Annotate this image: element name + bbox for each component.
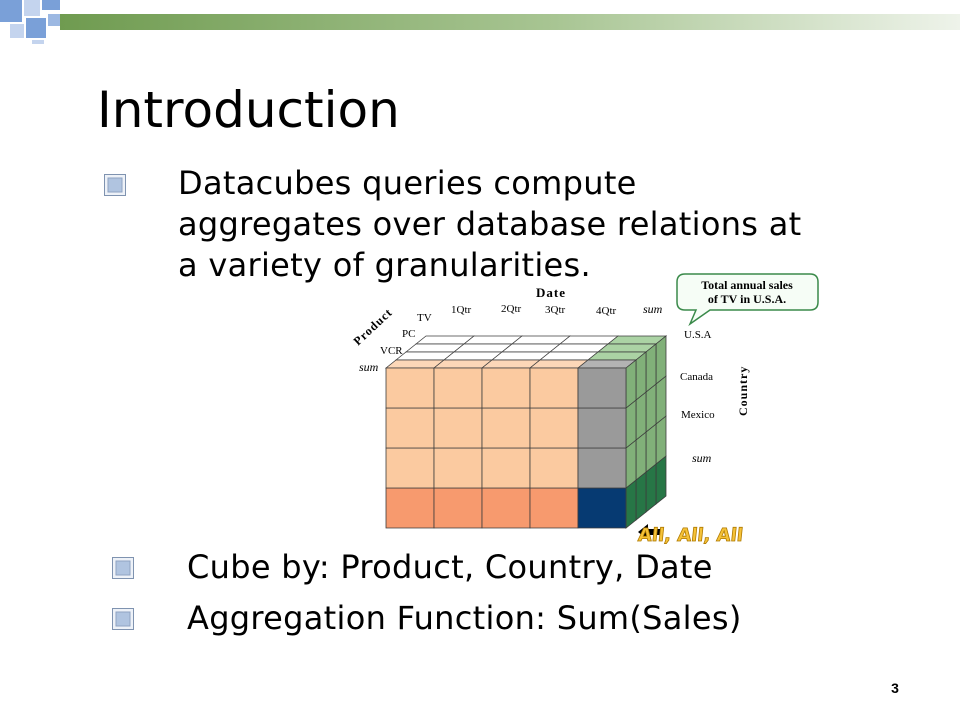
cube-cell-z0-r2-c2 [481,447,531,489]
cube-cell-z0-r1-c2 [481,407,531,449]
cube-cell-z0-r3-c1 [433,487,483,529]
product-label-tv: TV [417,312,432,324]
cube-cell-z0-r2-c3 [529,447,579,489]
all-all-all-label: All, All, All [637,525,744,546]
header-square [10,24,24,38]
country-label-canada: Canada [680,371,713,383]
callout: Total annual sales of TV in U.S.A. [676,273,819,327]
cube-cell-z2-r0-c4-side [645,343,657,393]
paragraph-line: aggregates over database relations at [178,205,802,243]
cube-cell-z0-r3-c4 [577,479,637,529]
square-bullet-icon [104,174,126,196]
country-label-usa: U.S.A [684,329,712,341]
cube-cell-z0-r3-c0 [385,487,435,529]
cube-cell-z0-r1-c1 [433,407,483,449]
callout-bubble [676,273,819,327]
cube-cell-z0-r3-c4-front [577,487,627,529]
cube-cell-z0-r1-c1-front [433,407,483,449]
country-label-sum: sum [692,451,712,465]
callout-line: of TV in U.S.A. [708,292,786,306]
cube-cell-z0-r1-c4-front [577,407,627,449]
data-cube-diagram: Total annual sales of TV in U.S.A. Date … [350,273,819,546]
cube-cell-z0-r0-c0 [384,359,446,409]
cube-cell-z0-r3-c1-front [433,487,483,529]
cube-cell-z1-r0-c4-side [635,351,647,401]
square-bullet-icon [112,557,134,579]
square-bullet-icon [112,608,134,630]
cube-cell-z0-r0-c0-front [385,367,435,409]
paragraph-line: a variety of granularities. [178,246,591,284]
cube-cell-z0-r2-c0 [385,447,435,489]
cube-cell-z0-r3-c3 [529,487,579,529]
cube-cell-z0-r1-c3-front [529,407,579,449]
cube-cell-z0-r2-c3-front [529,447,579,489]
cube-cell-z0-r3-c3-front [529,487,579,529]
cube-cell-z0-r1-c0 [385,407,435,449]
cube-cell-z0-r1-c3 [529,407,579,449]
country-axis-label: Country [736,366,750,416]
header-square [26,18,46,38]
cube-cell-z0-r2-c1-front [433,447,483,489]
date-axis-label: Date [536,285,566,300]
cube-cell-z0-r3-c2 [481,487,531,529]
cube-cell-z0-r2-c4 [577,439,637,489]
cube-cell-z0-r0-c4-front [577,367,627,409]
cube-cell-z0-r2-c1 [433,447,483,489]
cube-cell-z0-r0-c4-side [625,359,637,409]
cube-cell-z0-r1-c0-front [385,407,435,449]
slide-title: Introduction [97,81,400,139]
cube-cell-z0-r0-c1-front [433,367,483,409]
cube-cell-z0-r0-c3-front [529,367,579,409]
header-decoration [0,0,960,44]
cube-cell-z0-r0-c3 [528,359,590,409]
callout-line: Total annual sales [701,278,793,292]
header-square [32,40,44,44]
bullet-cube-by: Cube by: Product, Country, Date [187,548,713,586]
cube-cell-z0-r2-c2-front [481,447,531,489]
header-gradient-bar [60,14,960,30]
product-label-vcr: VCR [380,345,403,357]
date-label-3qtr: 3Qtr [545,304,566,316]
date-label-4qtr: 4Qtr [596,305,617,317]
cube-cell-z0-r2-c4-front [577,447,627,489]
cube-cell-z3-r0-c4-side [655,335,667,385]
header-square [0,0,22,22]
cube-cell-z0-r0-c2-front [481,367,531,409]
date-label-2qtr: 2Qtr [501,303,522,315]
header-square [42,0,60,10]
cube-cell-z0-r0-c4 [576,359,638,409]
header-square [48,14,60,26]
date-label-sum: sum [643,302,663,316]
bullet-aggregation-function: Aggregation Function: Sum(Sales) [187,599,742,637]
product-label-sum: sum [359,360,379,374]
cube-cell-z0-r3-c0-front [385,487,435,529]
cube-cell-z0-r3-c2-front [481,487,531,529]
cube-cells [384,335,668,529]
country-label-mexico: Mexico [681,409,715,421]
cube-cell-z0-r2-c0-front [385,447,435,489]
page-number: 3 [891,680,899,696]
intro-paragraph: Datacubes queries compute aggregates ove… [178,163,801,286]
cube-cell-z0-r1-c2-front [481,407,531,449]
product-label-pc: PC [402,328,415,340]
date-label-1qtr: 1Qtr [451,304,472,316]
product-axis-label: Product [350,305,395,348]
arrow-left-icon [638,524,660,540]
paragraph-line: Datacubes queries compute [178,164,637,202]
header-square [24,0,40,16]
